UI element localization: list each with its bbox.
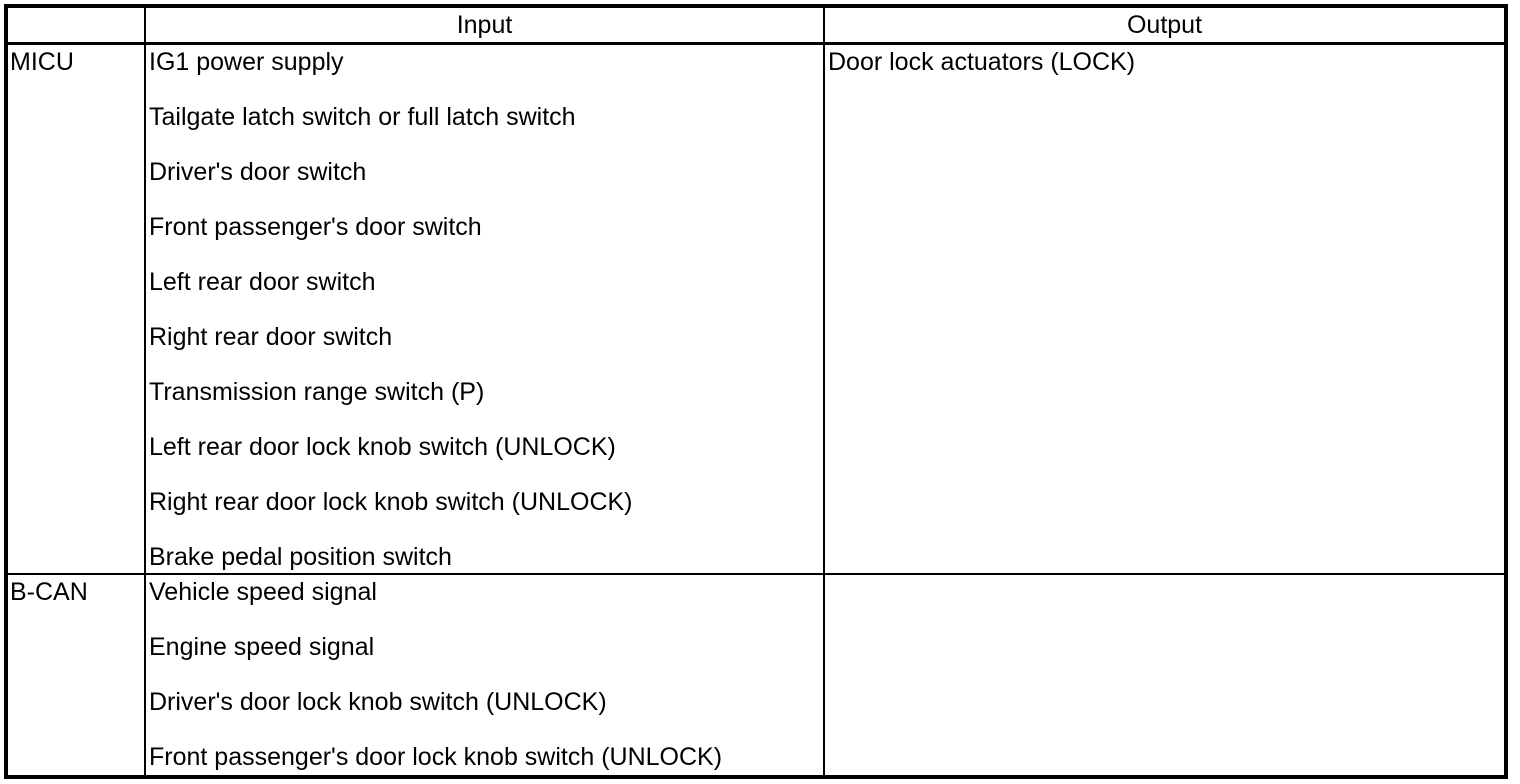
table-cell-line: Right rear door switch [149, 323, 393, 351]
table-cell-line: Left rear door switch [149, 268, 376, 296]
row-micu-output-list: Door lock actuators (LOCK) [825, 45, 1504, 575]
row-bcan-output-list [825, 575, 1504, 775]
header-cell-input: Input [146, 8, 825, 45]
table-cell-line: Engine speed signal [149, 633, 375, 661]
table-cell-line: IG1 power supply [149, 48, 344, 76]
table-cell-line: Transmission range switch (P) [149, 378, 485, 406]
table-cell-line: Left rear door lock knob switch (UNLOCK) [149, 433, 616, 461]
row-micu-label: MICU [8, 45, 146, 575]
table-cell-line: Front passenger's door lock knob switch … [149, 743, 723, 771]
table-cell-line: Vehicle speed signal [149, 578, 377, 606]
header-cell-source [8, 8, 146, 45]
table-cell-line: Front passenger's door switch [149, 213, 482, 241]
table-cell-line: Door lock actuators (LOCK) [828, 48, 1136, 76]
table-cell-line: Tailgate latch switch or full latch swit… [149, 103, 576, 131]
table-cell-line: Brake pedal position switch [149, 543, 452, 571]
table-cell-line: Driver's door lock knob switch (UNLOCK) [149, 688, 607, 716]
header-cell-output: Output [825, 8, 1504, 45]
row-bcan-label: B-CAN [8, 575, 146, 775]
table-cell-line: Right rear door lock knob switch (UNLOCK… [149, 488, 633, 516]
table-cell-line: Driver's door switch [149, 158, 367, 186]
